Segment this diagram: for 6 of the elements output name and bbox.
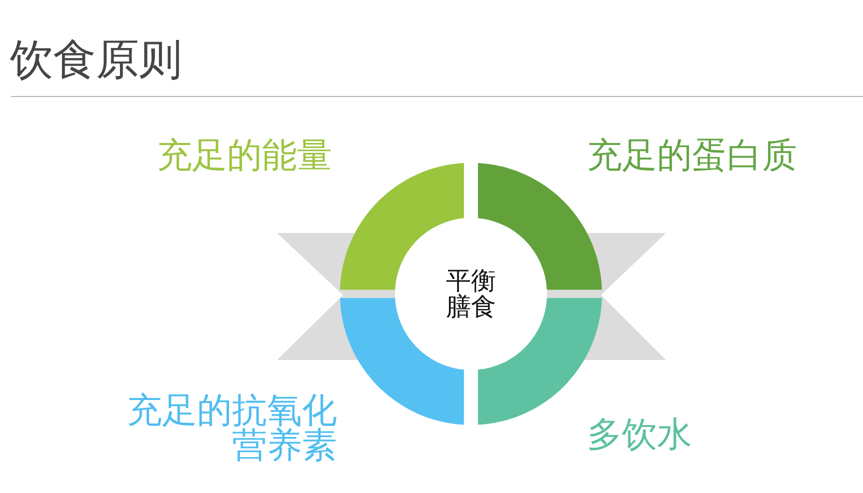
center-label: 平衡膳食 bbox=[445, 268, 497, 320]
segment-heading: 充足的能量 bbox=[157, 139, 332, 174]
segment-heading: 充足的抗氧化营养素 bbox=[126, 394, 337, 464]
page-title: 饮食原则 bbox=[10, 37, 182, 84]
segment-heading: 多饮水 bbox=[587, 418, 692, 453]
segment-heading: 充足的蛋白质 bbox=[587, 139, 797, 174]
